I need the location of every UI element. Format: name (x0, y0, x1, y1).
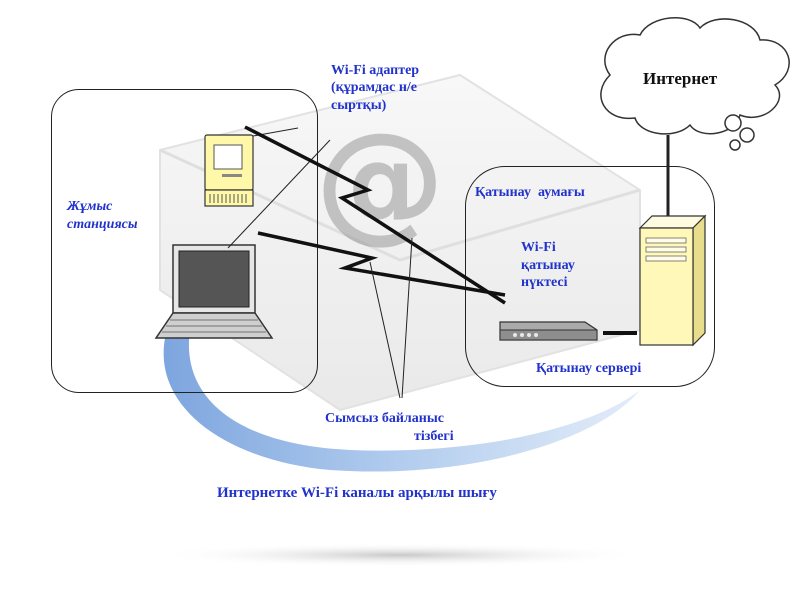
laptop-icon (154, 244, 274, 339)
internet-label: Интернет (643, 69, 718, 88)
server-tower-icon (638, 214, 707, 347)
wireless-link-laptop (257, 231, 506, 297)
svg-text:@: @ (315, 104, 445, 256)
desktop-computer-icon (204, 134, 254, 207)
wireless-label-line1: Сымсыз байланыс (325, 411, 444, 426)
adapter-label-line2: (құрамдас н/е (331, 80, 418, 95)
cloud-icon (600, 17, 790, 151)
access-point-icon (499, 321, 598, 341)
floor-shadow (150, 543, 650, 567)
access-point-label-line1: Wi-Fi (521, 240, 556, 255)
adapter-label-line3: сыртқы) (331, 98, 387, 113)
wireless-link-desktop (244, 125, 506, 305)
wireless-pointer-line (401, 237, 413, 399)
adapter-label-line1: Wi-Fi адаптер (331, 63, 420, 78)
access-point-label-line3: нүктесі (521, 275, 568, 290)
workstation-label-line2: станциясы (67, 217, 138, 232)
wireless-pointer-line (369, 261, 401, 399)
workstation-area-box (51, 89, 318, 393)
workstation-label-line1: Жұмыс (67, 199, 113, 214)
access-zone-label: Қатынау аумағы (475, 185, 585, 200)
at-sign-icon: @ (315, 104, 445, 256)
diagram-caption: Интернетке Wi-Fi каналы арқылы шығу (217, 485, 497, 501)
adapter-pointer-line (227, 139, 331, 249)
wireless-label-line2: тізбегі (414, 429, 454, 444)
server-label: Қатынау сервері (536, 361, 642, 376)
access-point-label-line2: қатынау (521, 258, 575, 273)
